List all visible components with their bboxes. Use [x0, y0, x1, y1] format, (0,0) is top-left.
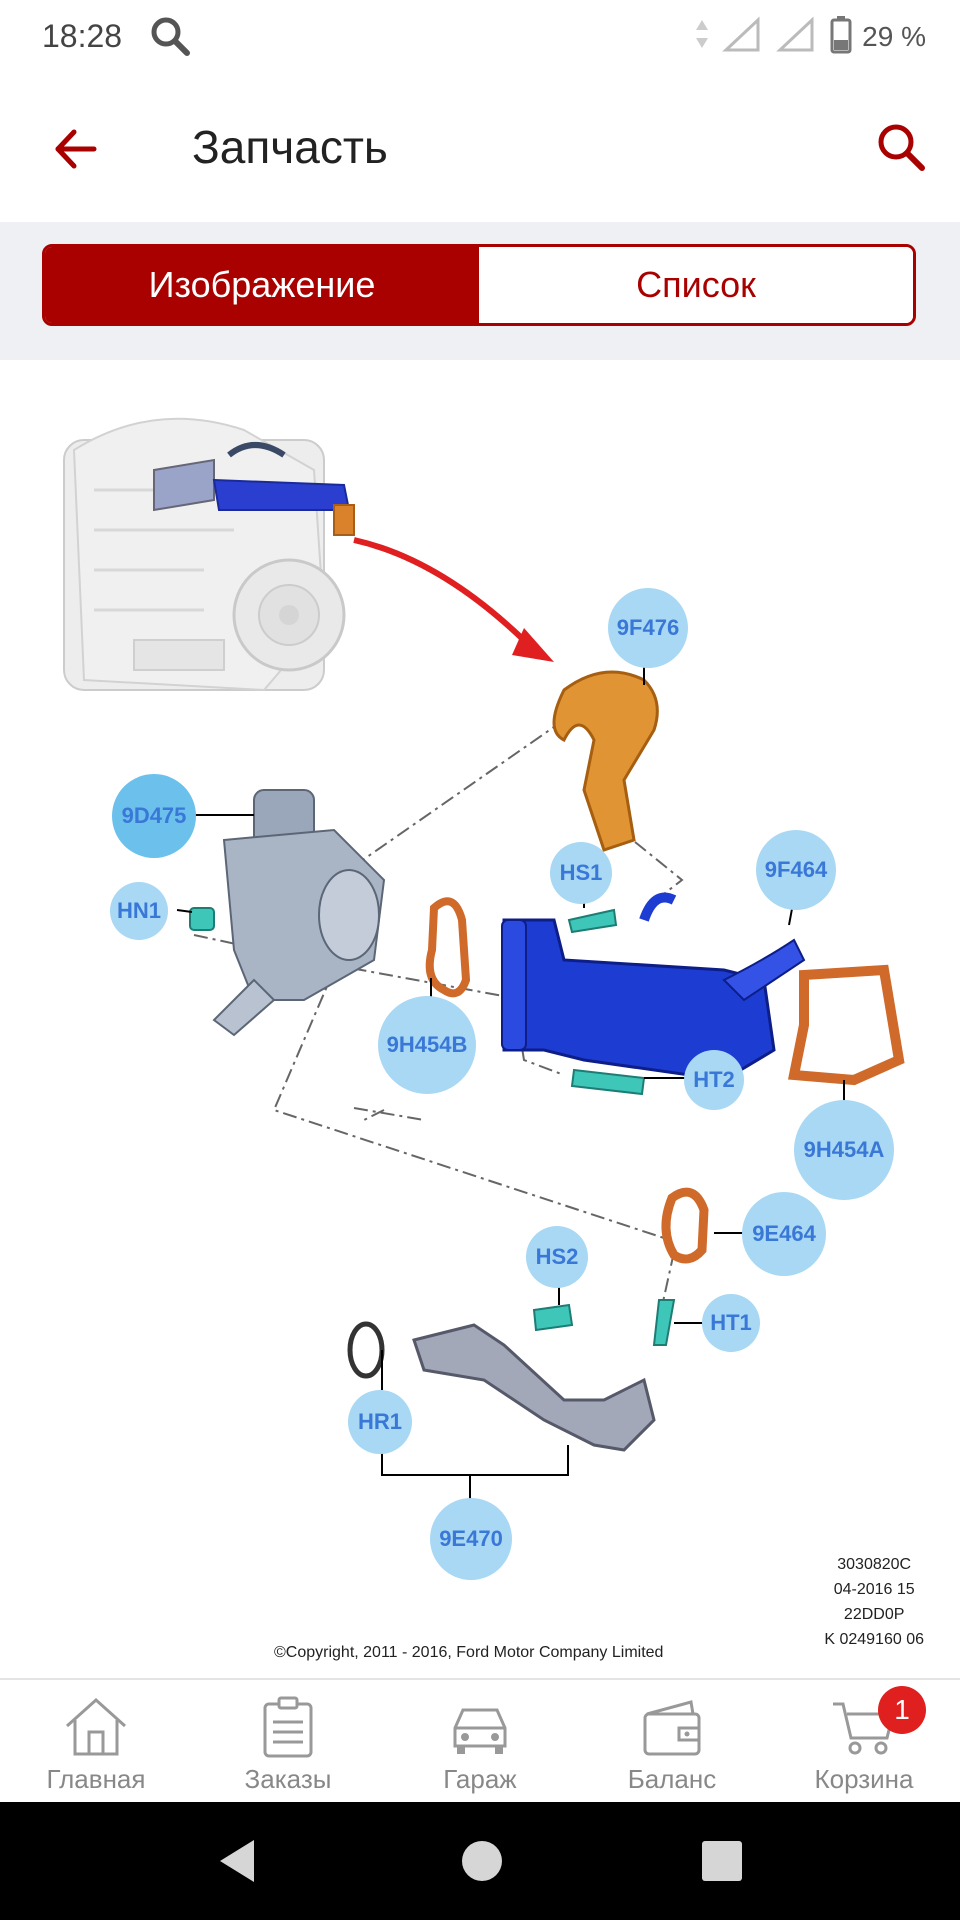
nav-label: Баланс [627, 1764, 717, 1794]
pump-9d475 [212, 789, 386, 1037]
system-home-icon[interactable] [458, 1836, 506, 1886]
search-button[interactable] [870, 116, 932, 178]
gasket-9e464 [661, 1187, 709, 1264]
arrow-left-icon [55, 129, 97, 169]
callout-hr1[interactable]: HR1 [348, 1390, 412, 1454]
wallet-icon [643, 1700, 701, 1756]
callout-9e470[interactable]: 9E470 [430, 1498, 512, 1580]
egr-cooler [501, 892, 806, 1082]
nav-home[interactable]: Главная [0, 1680, 192, 1804]
pipe-9f476 [552, 670, 659, 852]
car-icon [453, 1708, 507, 1754]
data-arrows-icon [692, 14, 712, 59]
info-line: K 0249160 06 [824, 1631, 924, 1648]
cart-badge: 1 [878, 1686, 926, 1734]
callout-9d475[interactable]: 9D475 [112, 774, 196, 858]
nav-label: Заказы [244, 1764, 332, 1794]
battery-percent: 29 % [862, 20, 926, 52]
bottom-navigation: Главная Заказы Гараж Баланс Корзина 1 [0, 1678, 960, 1804]
nav-label: Главная [46, 1764, 146, 1794]
red-arrow-head [512, 628, 554, 662]
status-bar: 18:28 29 % [0, 0, 960, 74]
callout-9f476[interactable]: 9F476 [608, 588, 688, 668]
bolt-ht2 [570, 1068, 646, 1096]
tab-list[interactable]: Список [479, 247, 913, 323]
red-arrow [353, 537, 537, 653]
search-icon [878, 124, 925, 171]
callout-9e464[interactable]: 9E464 [742, 1192, 826, 1276]
nav-label: Корзина [814, 1764, 914, 1794]
engine-illustration [63, 417, 346, 692]
back-button[interactable] [44, 118, 106, 180]
nav-orders[interactable]: Заказы [192, 1680, 384, 1804]
gasket-9h454a [787, 964, 905, 1086]
callout-9h454a[interactable]: 9H454A [794, 1100, 894, 1200]
page-title: Запчасть [192, 121, 388, 173]
callout-hn1[interactable]: HN1 [110, 882, 168, 940]
parts-diagram: 9F476 9D475 HN1 HS1 9F464 9H454B HT2 9H4… [4, 360, 954, 1680]
system-back-icon[interactable] [214, 1836, 262, 1886]
callout-9f464[interactable]: 9F464 [756, 830, 836, 910]
signal-icon-2 [776, 14, 820, 59]
callout-9h454b[interactable]: 9H454B [378, 996, 476, 1094]
system-navigation-bar [0, 1802, 960, 1920]
bolt-hs1 [567, 908, 618, 934]
view-switcher: Изображение Список [42, 244, 916, 326]
o-ring-hr1 [347, 1321, 385, 1379]
bolt-ht1 [652, 1299, 676, 1346]
info-line: 04-2016 15 [833, 1581, 915, 1598]
tab-image[interactable]: Изображение [45, 247, 479, 323]
app-bar: Запчасть [0, 74, 960, 222]
nav-label: Гараж [443, 1764, 517, 1794]
copyright-text: ©Copyright, 2011 - 2016, Ford Motor Comp… [274, 1644, 664, 1661]
signal-icon-1 [722, 14, 766, 59]
gasket-9h454b [425, 897, 471, 998]
callout-hs1[interactable]: HS1 [550, 842, 612, 904]
system-recents-icon[interactable] [698, 1836, 746, 1886]
status-time: 18:28 [42, 18, 123, 54]
home-icon [65, 1697, 127, 1756]
hn1-part [189, 907, 215, 931]
nav-cart[interactable]: Корзина 1 [768, 1680, 960, 1804]
search-status-icon [148, 14, 192, 63]
info-line: 3030820C [837, 1556, 912, 1573]
callout-ht2[interactable]: HT2 [684, 1050, 744, 1110]
nav-garage[interactable]: Гараж [384, 1680, 576, 1804]
battery-icon [830, 14, 852, 59]
callout-hs2[interactable]: HS2 [526, 1226, 588, 1288]
diagram-info: 3030820C 04-2016 15 22DD0P K 0249160 06 [824, 1552, 924, 1652]
pipe-9e470 [412, 1323, 656, 1452]
callout-ht1[interactable]: HT1 [702, 1294, 760, 1352]
orders-icon [263, 1696, 313, 1758]
diagram-drawing [63, 417, 905, 1500]
nav-balance[interactable]: Баланс [576, 1680, 768, 1804]
engine-egr-highlight [153, 442, 355, 536]
info-line: 22DD0P [843, 1606, 905, 1623]
status-icons: 29 % [692, 14, 926, 59]
bolt-hs2 [532, 1303, 574, 1332]
view-switcher-area: Изображение Список [0, 222, 960, 360]
